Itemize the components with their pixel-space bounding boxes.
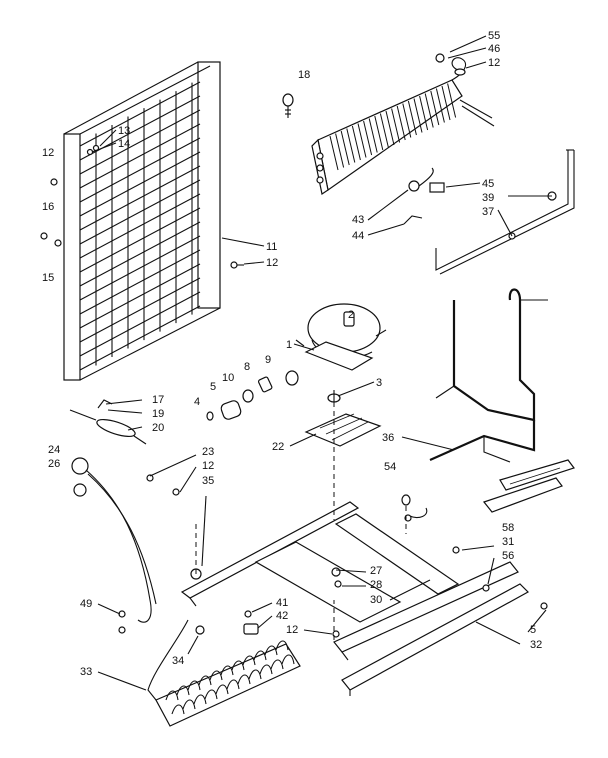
label-36: 36 [382, 432, 394, 444]
label-39: 39 [482, 192, 494, 204]
label-13: 13 [118, 125, 130, 137]
label-35: 35 [202, 475, 214, 487]
label-12-grid: 12 [266, 257, 278, 269]
tube-assembly-36 [429, 288, 548, 463]
label-56: 56 [502, 550, 514, 562]
label-46: 46 [488, 43, 500, 55]
label-10: 10 [222, 372, 234, 384]
base-condenser-coil [147, 619, 301, 727]
compressor [295, 303, 387, 371]
clip-part-18 [282, 93, 294, 118]
wire-harness [71, 457, 180, 623]
label-2: 2 [348, 309, 354, 321]
evaporator-coil [311, 53, 495, 195]
callout-labels: 55 46 12 18 13 14 12 16 15 11 12 45 39 3… [42, 30, 542, 678]
label-12-mid: 12 [202, 460, 214, 472]
label-16: 16 [42, 201, 54, 213]
label-17: 17 [152, 394, 164, 406]
label-34: 34 [172, 655, 184, 667]
label-11: 11 [266, 241, 277, 253]
label-26: 26 [48, 458, 60, 470]
label-42: 42 [276, 610, 288, 622]
bracket-58 [482, 459, 575, 513]
condenser-coil-grid [40, 61, 244, 381]
label-5-bottom: 5 [530, 624, 536, 636]
label-19: 19 [152, 408, 164, 420]
mounting-plate [304, 390, 382, 447]
label-14: 14 [118, 138, 130, 150]
label-41: 41 [276, 597, 288, 609]
label-3: 3 [376, 377, 382, 389]
label-54: 54 [384, 461, 396, 473]
rail-32 [341, 583, 529, 696]
label-33: 33 [80, 666, 92, 678]
label-27: 27 [370, 565, 382, 577]
label-23: 23 [202, 446, 214, 458]
label-8: 8 [244, 361, 250, 373]
filter-dryer [69, 399, 147, 445]
label-4: 4 [194, 396, 200, 408]
base-frame [180, 501, 548, 661]
label-15: 15 [42, 272, 54, 284]
label-9: 9 [265, 354, 271, 366]
label-22: 22 [272, 441, 284, 453]
defrost-heater-assembly [403, 149, 575, 275]
label-20: 20 [152, 422, 164, 434]
label-5: 5 [210, 381, 216, 393]
label-55: 55 [488, 30, 500, 42]
small-fasteners [118, 610, 340, 638]
label-28: 28 [370, 579, 382, 591]
label-31: 31 [502, 536, 514, 548]
leader-lines [91, 35, 552, 691]
label-58: 58 [502, 522, 514, 534]
label-30: 30 [370, 594, 382, 606]
label-32: 32 [530, 639, 542, 651]
label-43: 43 [352, 214, 364, 226]
label-37: 37 [482, 206, 494, 218]
label-12-top-right: 12 [488, 57, 500, 69]
label-44: 44 [352, 230, 364, 242]
label-45: 45 [482, 178, 494, 190]
label-18: 18 [298, 69, 310, 81]
relay-overload-parts [206, 370, 299, 421]
label-1: 1 [286, 339, 292, 351]
label-12-left: 12 [42, 147, 54, 159]
reference-lines [195, 402, 407, 640]
label-24: 24 [48, 444, 60, 456]
label-49: 49 [80, 598, 92, 610]
label-12-bottom: 12 [286, 624, 298, 636]
